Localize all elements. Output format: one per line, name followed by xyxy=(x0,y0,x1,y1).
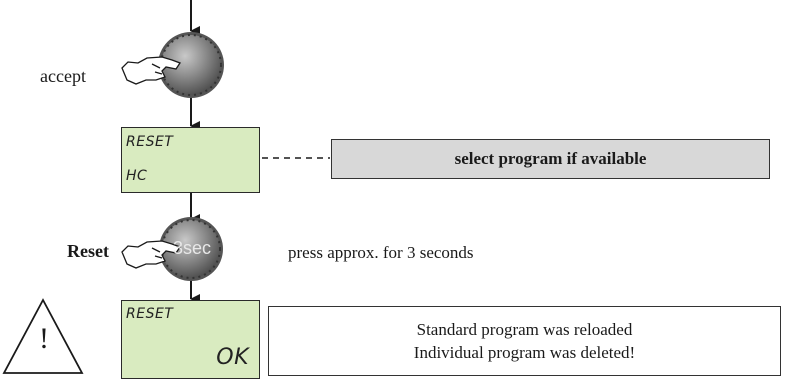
accept-label: accept xyxy=(40,66,86,86)
lcd2-line2: OK xyxy=(216,345,249,370)
warning-exclamation: ! xyxy=(39,322,49,355)
lcd1-line1: RESET xyxy=(126,134,174,150)
message-line-2: Individual program was deleted! xyxy=(413,343,636,362)
select-program-note: select program if available xyxy=(331,139,770,179)
press-hint-text: press approx. for 3 seconds xyxy=(288,243,474,262)
result-message-box: Standard program was reloaded Individual… xyxy=(268,306,781,376)
message-line-1: Standard program was reloaded xyxy=(416,320,633,339)
warning-triangle-icon xyxy=(2,298,84,374)
knob-3sec-label: 3sec xyxy=(172,238,212,258)
hand-press-icon xyxy=(121,56,181,85)
lcd-display-reset-ok: RESET OK xyxy=(121,300,260,379)
lcd1-line2: HC xyxy=(126,168,148,184)
lcd2-line1: RESET xyxy=(126,306,174,322)
select-program-text: select program if available xyxy=(454,149,647,168)
lcd-display-reset-hc: RESET HC xyxy=(121,127,260,193)
reset-label: Reset xyxy=(67,241,109,261)
hand-press-icon-2 xyxy=(121,240,181,269)
knob-accept-icon xyxy=(158,32,224,98)
